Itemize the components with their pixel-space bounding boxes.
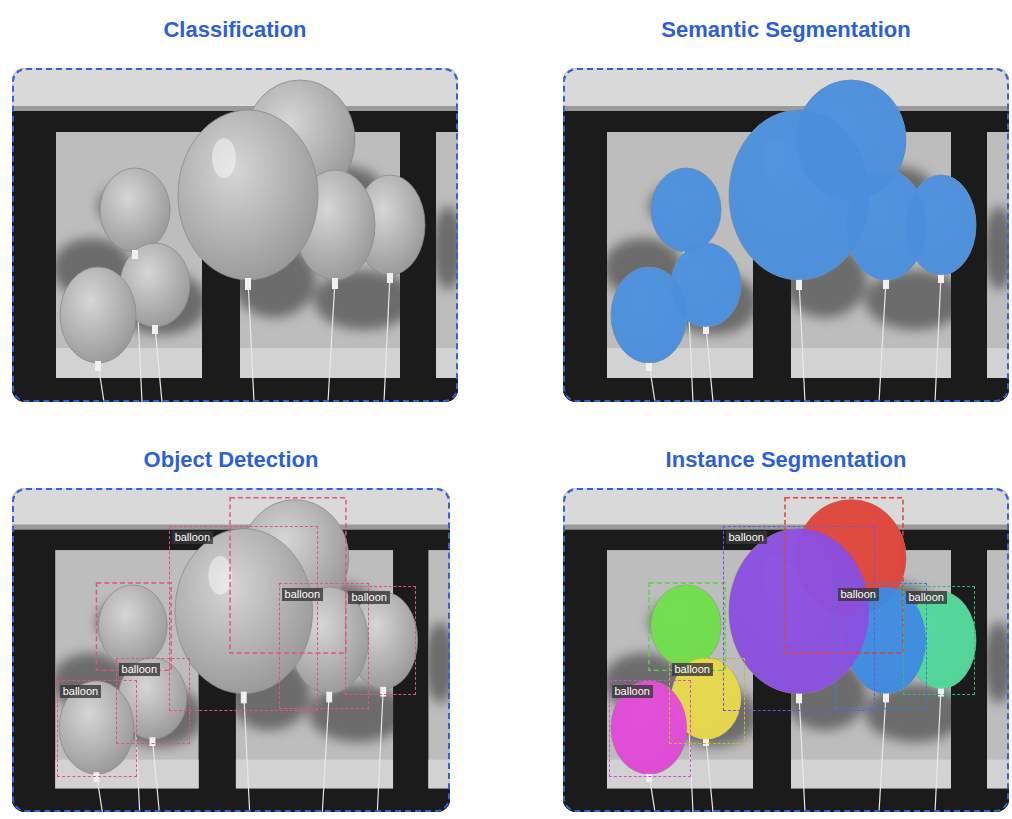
panel-frame: Object Detectionballoonballoonballoonbal… [12,488,450,812]
photo-panel [12,68,464,402]
balloon-photo [563,488,1009,812]
panel-frame: Semantic Segmentation [563,68,1009,402]
photo-panel [12,488,456,812]
bounding-box [785,498,903,653]
photo-panel [563,68,1012,402]
class-label: balloon [60,685,101,698]
bounding-box: balloon [609,680,691,777]
class-label: balloon [172,531,213,544]
panel-heading: Classification [0,16,496,44]
instance-masks [611,500,976,775]
class-label: balloon [838,588,879,601]
balloon-photo [12,488,450,812]
class-label: balloon [348,591,389,604]
class-label: balloon [672,663,713,676]
class-label: balloon [119,663,160,676]
bounding-box: balloon [116,658,191,743]
class-label: balloon [282,588,323,601]
panel-frame: Classification [12,68,458,402]
balloon-photo [12,68,458,402]
photo-panel [563,488,1012,812]
panel-heading: Instance Segmentation [525,446,1012,474]
bounding-box: balloon [169,526,318,710]
bounding-box: balloon [345,586,416,695]
balloon-photo [563,68,1009,402]
bounding-box: balloon [57,680,138,777]
class-label: balloon [726,531,767,544]
bounding-box [230,498,346,653]
panel-heading: Object Detection [0,446,488,474]
class-label: balloon [906,591,947,604]
semantic-mask [611,80,976,363]
bounding-box: balloon [723,526,875,710]
bounding-box: balloon [669,658,745,743]
bounding-box: balloon [903,586,975,695]
class-label: balloon [612,685,653,698]
panel-frame: Instance Segmentationballoonballoonballo… [563,488,1009,812]
panel-heading: Semantic Segmentation [525,16,1012,44]
